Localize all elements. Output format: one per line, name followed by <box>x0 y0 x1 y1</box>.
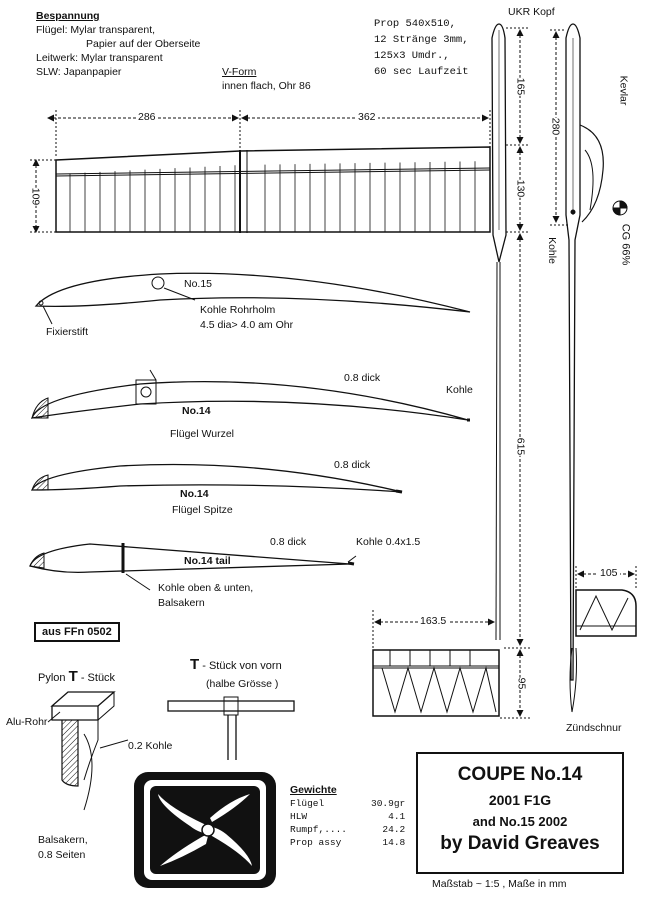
table-row: Rumpf,.... 24.2 <box>290 824 411 837</box>
dick-label-1: 0.8 dick <box>344 372 381 384</box>
kohle-oben-label: Kohle oben & unten, <box>158 582 254 594</box>
weight-item: Rumpf,.... <box>290 824 348 835</box>
title-line-3: and No.15 2002 <box>472 814 568 829</box>
pylon-label-t: T <box>68 668 78 685</box>
source-box: aus FFn 0502 <box>34 622 120 642</box>
title-line-4: by David Greaves <box>440 833 600 854</box>
prop-line-2: 12 Stränge 3mm, <box>374 34 469 46</box>
kohle-rohrholm-dia-label: 4.5 dia> 4.0 am Ohr <box>200 319 294 331</box>
halbe-label: (halbe Grösse ) <box>206 678 279 690</box>
fuselage-side <box>565 23 604 681</box>
kohle-tail-label: Kohle 0.4x1.5 <box>356 536 421 548</box>
title-block: COUPE No.14 2001 F1G and No.15 2002 by D… <box>416 752 624 874</box>
fin <box>569 589 637 713</box>
table-row: Flügel 30.9gr <box>290 798 411 811</box>
tvorn-label-t: T <box>190 656 200 673</box>
prop-line-3: 125x3 Umdr., <box>374 50 450 62</box>
scale-note: Maßstab ~ 1:5 , Maße in mm <box>432 878 567 890</box>
balsakern-label: Balsakern <box>158 597 205 609</box>
no14-root-label: No.14 <box>182 405 211 417</box>
dim-fuselage: 615 <box>513 437 527 456</box>
airfoil-no14-tip <box>30 463 403 494</box>
no14-tip-label: No.14 <box>180 488 209 500</box>
weight-item: Flügel <box>290 798 325 809</box>
tvorn-label: T - Stück von vorn <box>190 656 282 673</box>
zuendschnur-label: Zündschnur <box>566 722 622 734</box>
pylon-t-piece <box>47 691 129 811</box>
dim-tail-chord: 95 <box>514 677 528 690</box>
dick-label-2: 0.8 dick <box>334 459 371 471</box>
weight-value: 14.8 <box>382 837 406 848</box>
weights-table: Flügel 30.9gr HLW 4.1 Rumpf,.... 24.2 Prop … <box>290 798 411 850</box>
stabiliser <box>372 649 500 717</box>
fuselage-top <box>491 23 507 641</box>
dim-head-length: 280 <box>548 117 562 136</box>
airfoil-no15 <box>34 272 471 325</box>
ukr-kopf-label: UKR Kopf <box>508 6 555 18</box>
dim-nose-mid: 130 <box>513 179 527 198</box>
tvorn-label-post: - Stück von vorn <box>202 660 282 672</box>
bespannung-line-3: Leitwerk: Mylar transparent <box>36 52 163 64</box>
prop-line-4: 60 sec Laufzeit <box>374 66 469 78</box>
no14-tail-label: No.14 tail <box>184 555 231 567</box>
weight-value: 30.9gr <box>371 798 406 809</box>
dim-chord: 109 <box>28 187 42 206</box>
kohle-side-label: Kohle <box>545 237 558 264</box>
dim-outer-span: 362 <box>356 111 378 124</box>
table-row: Prop assy 14.8 <box>290 837 411 850</box>
weights-title: Gewichte <box>290 784 337 796</box>
pylon-label: Pylon T - Stück <box>38 668 116 685</box>
weight-value: 4.1 <box>388 811 406 822</box>
pylon-label-pre: Pylon <box>38 672 66 684</box>
dim-tail-span: 163.5 <box>418 615 449 628</box>
alu-rohr-label: Alu-Rohr <box>6 716 48 728</box>
dim-inner-span: 286 <box>136 111 158 124</box>
no15-label: No.15 <box>184 278 213 290</box>
source-box-text: aus FFn 0502 <box>42 626 112 638</box>
cg-label: CG 66% <box>619 223 632 266</box>
airfoil-no14-root <box>31 369 470 422</box>
logo-propeller <box>134 772 276 888</box>
airfoil-tail <box>29 543 357 591</box>
dick-label-3: 0.8 dick <box>270 536 307 548</box>
table-row: HLW 4.1 <box>290 811 411 824</box>
weight-item: HLW <box>290 811 308 822</box>
fixierstift-label: Fixierstift <box>46 326 88 338</box>
weight-item: Prop assy <box>290 837 342 848</box>
bespannung-line-1: Flügel: Mylar transparent, <box>36 24 156 36</box>
dim-nose-upper: 165 <box>513 77 527 96</box>
t-piece-front <box>167 696 295 760</box>
fluegel-spitze-label: Flügel Spitze <box>172 504 233 516</box>
kohle-rohrholm-label: Kohle Rohrholm <box>200 304 276 316</box>
vform-title: V-Form <box>222 66 257 78</box>
weight-value: 24.2 <box>382 824 406 835</box>
vform-text: innen flach, Ohr 86 <box>222 80 311 92</box>
kohle-02-label: 0.2 Kohle <box>128 740 173 752</box>
bespannung-title: Bespannung <box>36 10 100 22</box>
wing-ribs <box>69 161 476 232</box>
title-line-1: COUPE No.14 <box>457 764 583 785</box>
pylon-label-post: - Stück <box>80 672 116 684</box>
wing-planform <box>55 146 491 233</box>
fluegel-wurzel-label: Flügel Wurzel <box>170 428 234 440</box>
kevlar-label: Kevlar <box>617 75 630 106</box>
prop-line-1: Prop 540x510, <box>374 18 456 30</box>
seiten-label: 0.8 Seiten <box>38 849 86 861</box>
title-line-2: 2001 F1G <box>488 792 552 808</box>
dim-fin-chord: 105 <box>598 567 620 580</box>
bespannung-line-2: Papier auf der Oberseite <box>86 38 201 50</box>
balsakern2-label: Balsakern, <box>38 834 88 846</box>
kohle-label-1: Kohle <box>446 384 473 396</box>
bespannung-line-4: SLW: Japanpapier <box>36 66 122 78</box>
